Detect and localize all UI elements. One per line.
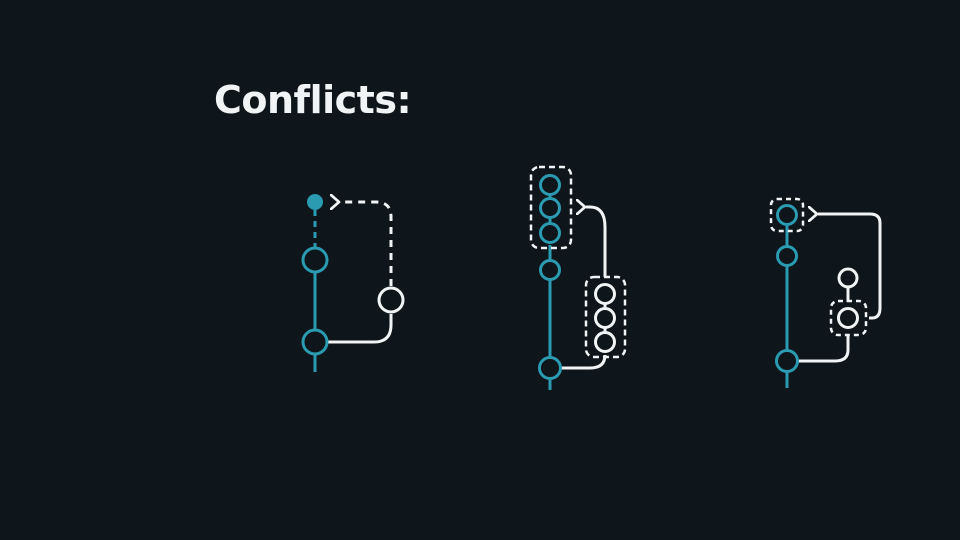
main-commit: [776, 245, 798, 267]
rebase-conflict-diagram: [529, 165, 627, 390]
main-commit: [301, 246, 329, 274]
picked-commit: [837, 307, 859, 329]
feature-commit: [377, 286, 405, 314]
cherry-pick-arrow: [818, 214, 882, 320]
merge-conflict-diagram: [301, 194, 405, 372]
pending-commit-dot: [307, 194, 323, 210]
picked-commit-selection: [829, 299, 868, 337]
main-commit: [539, 259, 561, 281]
feature-commit: [837, 267, 859, 289]
replayed-commit: [539, 222, 561, 244]
main-commit: [538, 356, 562, 380]
target-commit-selection: [769, 197, 805, 233]
rebase-arrow: [586, 207, 607, 277]
feature-commit: [594, 307, 616, 329]
cherry-pick-conflict-diagram: [769, 197, 882, 388]
main-commit: [301, 328, 329, 356]
replayed-commit: [539, 174, 561, 196]
feature-branch-line: [327, 314, 393, 344]
replayed-commits-selection: [529, 165, 573, 250]
feature-commit: [594, 283, 616, 305]
feature-commits-selection: [584, 275, 627, 359]
slide-title: Conflicts:: [214, 78, 412, 122]
replayed-commit: [539, 197, 561, 219]
feature-commit: [594, 331, 616, 353]
picked-commit-copy: [776, 204, 798, 226]
feature-branch-line: [798, 336, 850, 363]
pending-merge-arrow: [340, 202, 393, 286]
main-commit: [775, 349, 799, 373]
